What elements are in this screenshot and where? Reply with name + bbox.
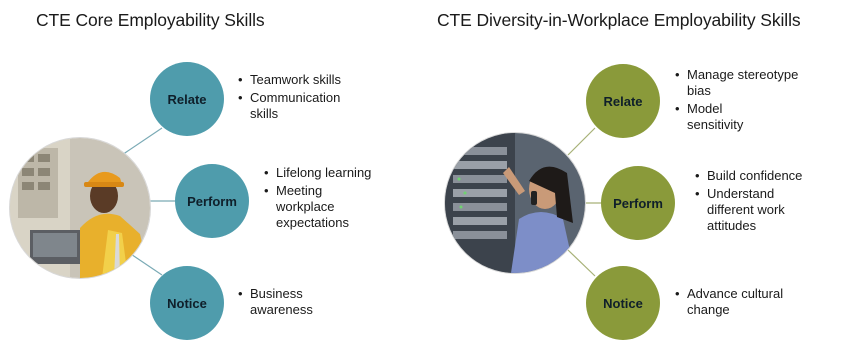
- perform-bullets: Build confidence Understand different wo…: [693, 168, 846, 236]
- notice-circle: Notice: [150, 266, 224, 340]
- relate-circle: Relate: [586, 64, 660, 138]
- relate-bullets: Teamwork skills Communication skills: [236, 72, 400, 124]
- connector-lines: [567, 127, 601, 277]
- perform-circle: Perform: [175, 164, 249, 238]
- perform-label: Perform: [187, 193, 237, 209]
- diversity-skills-panel: CTE Diversity-in-Workplace Employability…: [423, 0, 846, 340]
- perform-circle: Perform: [601, 166, 675, 240]
- list-item: Model sensitivity: [675, 101, 767, 133]
- notice-label: Notice: [603, 295, 643, 311]
- notice-bullets: Advance cultural change: [673, 286, 802, 320]
- relate-label: Relate: [603, 93, 643, 109]
- list-item: Business awareness: [238, 286, 330, 318]
- notice-label: Notice: [167, 295, 207, 311]
- list-item: Teamwork skills: [238, 72, 400, 88]
- panel-title: CTE Core Employability Skills: [36, 10, 265, 30]
- perform-label: Perform: [613, 195, 663, 211]
- list-item: Advance cultural change: [675, 286, 802, 318]
- panel-title: CTE Diversity-in-Workplace Employability…: [437, 10, 801, 30]
- list-item: Understand different work attitudes: [695, 186, 812, 234]
- list-item: Manage stereotype bias: [675, 67, 799, 99]
- relate-bullets: Manage stereotype bias Model sensitivity: [673, 67, 812, 135]
- notice-bullets: Business awareness: [236, 286, 330, 320]
- notice-circle: Notice: [586, 266, 660, 340]
- perform-bullets: Lifelong learning Meeting workplace expe…: [262, 165, 416, 233]
- technician-photo: [445, 133, 585, 273]
- core-skills-panel: CTE Core Employability Skills Rela: [0, 0, 423, 340]
- worker-photo: [10, 138, 150, 278]
- relate-circle: Relate: [150, 62, 224, 136]
- relate-label: Relate: [167, 91, 207, 107]
- list-item: Communication skills: [238, 90, 362, 122]
- list-item: Meeting workplace expectations: [264, 183, 371, 231]
- list-item: Build confidence: [695, 168, 846, 184]
- list-item: Lifelong learning: [264, 165, 416, 181]
